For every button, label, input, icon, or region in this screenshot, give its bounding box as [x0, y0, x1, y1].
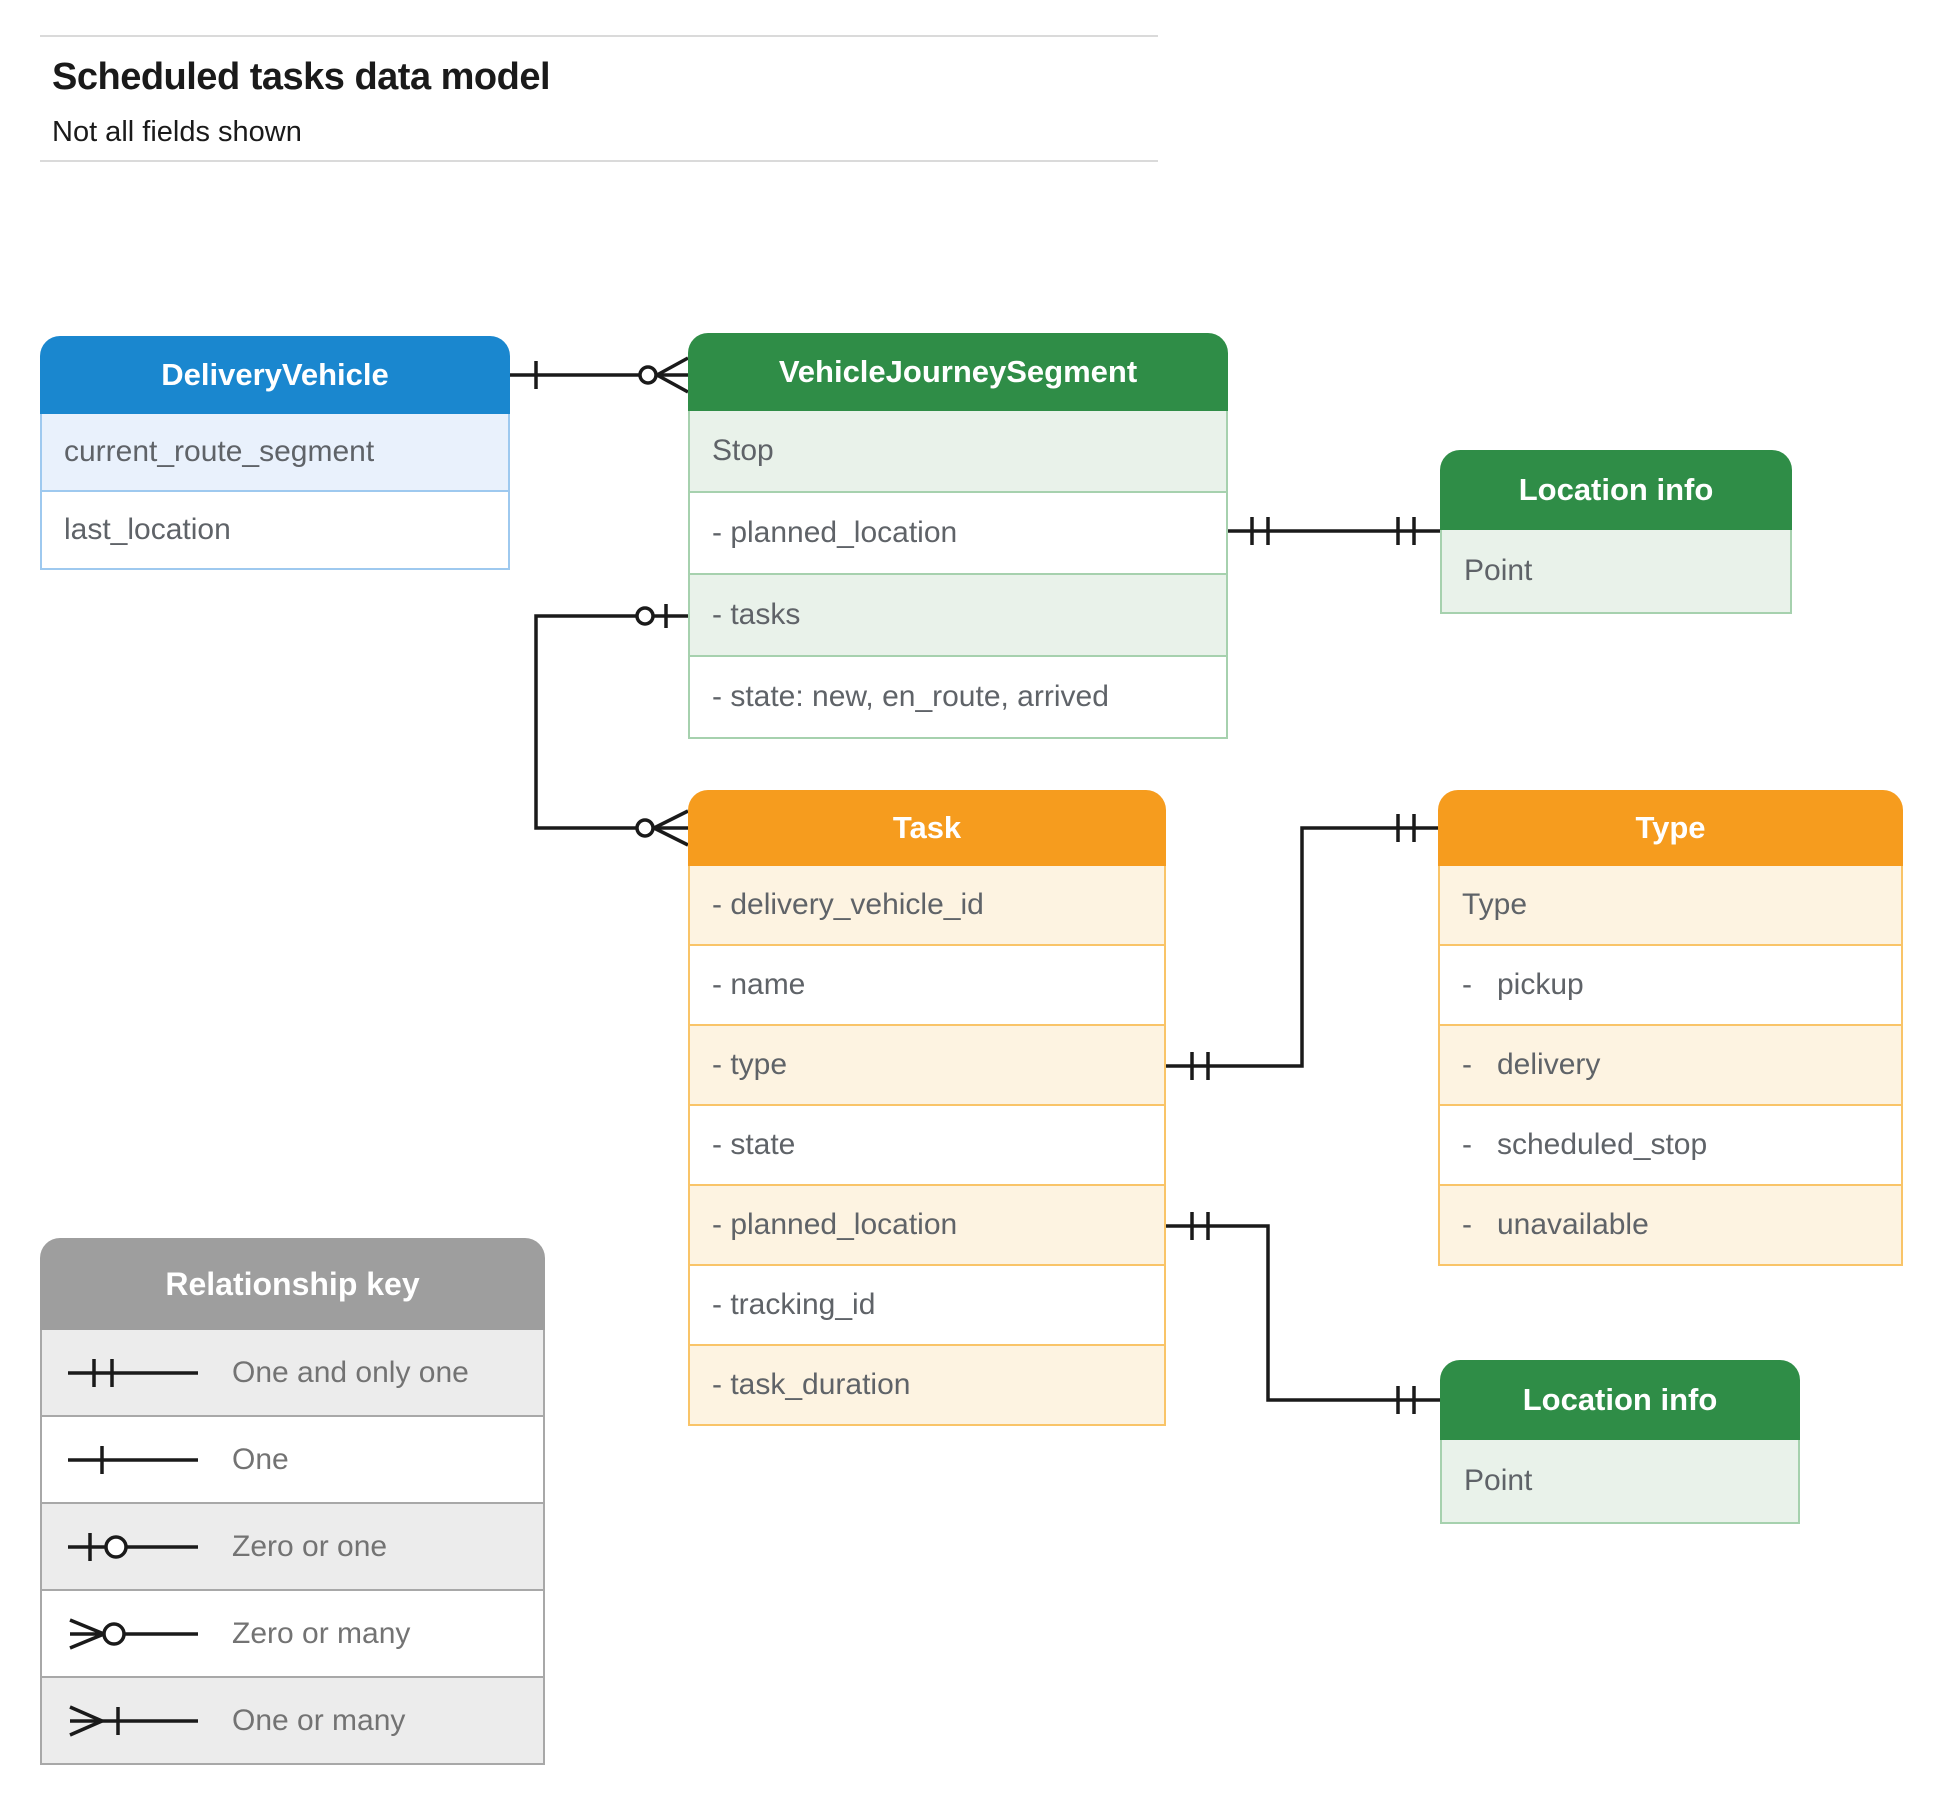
field-point: Point	[1442, 1440, 1798, 1522]
entity-task-header: Task	[688, 790, 1166, 866]
legend-header: Relationship key	[40, 1238, 545, 1330]
connector-task-locationinfo-bottom	[1166, 1212, 1440, 1414]
entity-title: VehicleJourneySegment	[778, 354, 1138, 389]
entity-title: Location info	[1518, 472, 1714, 507]
connector-vjs-locationinfo-top	[1226, 517, 1440, 545]
entity-task: Task - delivery_vehicle_id - name - type…	[688, 790, 1166, 1426]
one-or-many-icon	[69, 1704, 198, 1737]
field-tracking-id: - tracking_id	[690, 1264, 1164, 1344]
legend-title: Relationship key	[165, 1265, 420, 1302]
page-subtitle: Not all fields shown	[52, 116, 302, 148]
field-stop: Stop	[690, 411, 1226, 491]
entity-vehicle-journey-segment-header: VehicleJourneySegment	[688, 333, 1228, 411]
top-divider	[40, 35, 1158, 37]
legend-item-one: One	[42, 1415, 543, 1502]
entity-delivery-vehicle: DeliveryVehicle current_route_segment la…	[40, 336, 510, 570]
legend-item-zero-or-many: Zero or many	[42, 1589, 543, 1676]
relationship-key-legend: Relationship key One and only one One Ze…	[40, 1238, 545, 1765]
field-tasks: - tasks	[690, 573, 1226, 655]
legend-item-one-or-many: One or many	[42, 1676, 543, 1763]
field-planned-location: - planned_location	[690, 491, 1226, 573]
zero-or-one-icon	[68, 1532, 198, 1561]
page-title: Scheduled tasks data model	[52, 56, 551, 98]
connector-task-type	[1166, 814, 1438, 1080]
field-delivery: - delivery	[1440, 1024, 1901, 1104]
entity-type-header: Type	[1438, 790, 1903, 866]
entity-location-info-bottom: Location info Point	[1440, 1360, 1800, 1524]
field-current-route-segment: current_route_segment	[42, 414, 508, 490]
field-last-location: last_location	[42, 490, 508, 568]
connector-deliveryvehicle-vehiclejourneysegment	[508, 356, 689, 394]
entity-title: Task	[892, 810, 962, 845]
field-type: - type	[690, 1024, 1164, 1104]
field-unavailable: - unavailable	[1440, 1184, 1901, 1264]
one-icon	[68, 1445, 198, 1474]
entity-title: DeliveryVehicle	[161, 357, 389, 392]
field-state: - state	[690, 1104, 1164, 1184]
entity-vehicle-journey-segment: VehicleJourneySegment Stop - planned_loc…	[688, 333, 1228, 739]
legend-item-zero-or-one: Zero or one	[42, 1502, 543, 1589]
entity-location-info-bottom-header: Location info	[1440, 1360, 1800, 1440]
legend-item-one-and-only-one: One and only one	[42, 1330, 543, 1415]
field-state: - state: new, en_route, arrived	[690, 655, 1226, 737]
connector-vjs-tasks-task	[534, 604, 689, 847]
field-name: - name	[690, 944, 1164, 1024]
field-planned-location: - planned_location	[690, 1184, 1164, 1264]
field-scheduled-stop: - scheduled_stop	[1440, 1104, 1901, 1184]
entity-type: Type Type - pickup - delivery - schedule…	[1438, 790, 1903, 1266]
subtitle-divider	[40, 160, 1158, 162]
entity-title: Type	[1635, 810, 1706, 845]
field-point: Point	[1442, 530, 1790, 612]
one-and-only-one-icon	[68, 1358, 198, 1387]
field-type-label: Type	[1440, 866, 1901, 944]
entity-delivery-vehicle-header: DeliveryVehicle	[40, 336, 510, 414]
field-delivery-vehicle-id: - delivery_vehicle_id	[690, 866, 1164, 944]
zero-or-many-icon	[69, 1617, 198, 1650]
entity-location-info-top: Location info Point	[1440, 450, 1792, 614]
entity-title: Location info	[1522, 1382, 1718, 1417]
entity-location-info-top-header: Location info	[1440, 450, 1792, 530]
field-pickup: - pickup	[1440, 944, 1901, 1024]
field-task-duration: - task_duration	[690, 1344, 1164, 1424]
